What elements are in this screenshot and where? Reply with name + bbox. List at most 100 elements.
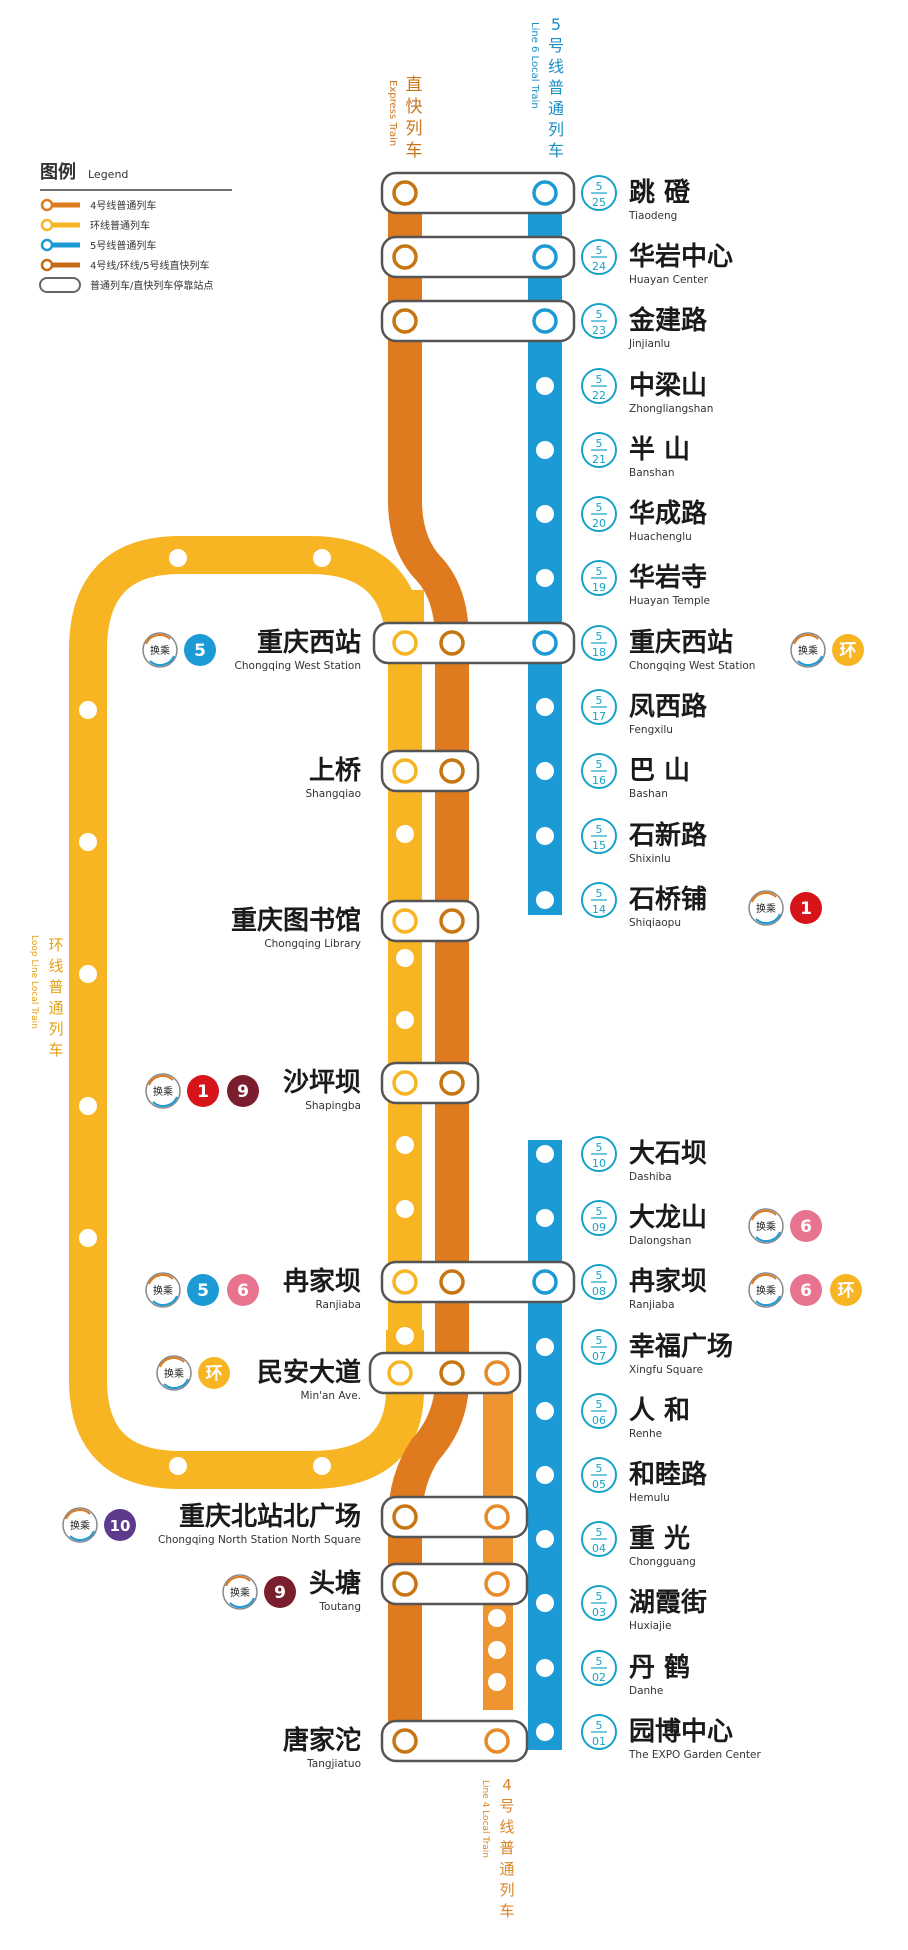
station-ring: [392, 180, 418, 206]
station-name-en: Xingfu Square: [629, 1364, 703, 1376]
station-name: 湖霞街: [629, 1588, 707, 1618]
station-dot: [396, 1011, 414, 1029]
station-name: 华岩寺: [629, 562, 707, 593]
station-dot: [79, 965, 97, 983]
line4-label-char: 4: [502, 1776, 512, 1794]
line5-number-badge-num: 05: [592, 1478, 606, 1491]
line-badge-5: [187, 1274, 219, 1306]
station-dot: [396, 1327, 414, 1345]
transfer-icon-label: 换乘: [164, 1367, 184, 1380]
line5-number-badge-num: 21: [592, 453, 606, 466]
station-dot: [536, 1530, 554, 1548]
line5-number-badge-num: 08: [592, 1285, 606, 1298]
line-badge-label: 9: [237, 1082, 249, 1102]
station-dot: [536, 762, 554, 780]
transfer-icon-label: 换乘: [153, 1085, 173, 1098]
transfer-icon-label: 换乘: [153, 1284, 173, 1297]
line5-number-badge-line: 5: [596, 758, 603, 771]
line4-label-char: 车: [499, 1902, 514, 1920]
line-badge-5: [184, 634, 216, 666]
line5-number-badge-num: 02: [592, 1671, 606, 1684]
stop-box: [380, 171, 576, 215]
transfer-icon-arc-bottom: [152, 1295, 178, 1306]
transfer-icon: [145, 1272, 181, 1308]
transfer-icon-arc-bottom: [69, 1530, 95, 1541]
line5-label-char: 线: [548, 57, 564, 76]
line4-label-en: Line 4 Local Train: [480, 1780, 490, 1858]
legend-stop-swatch: [39, 277, 81, 293]
station-name: 头塘: [309, 1568, 361, 1599]
transfer-icon-label: 换乘: [798, 644, 818, 657]
loop-label-en: Loop Line Local Train: [29, 935, 39, 1029]
station-ring: [484, 1571, 510, 1597]
station-dot: [536, 827, 554, 845]
station-dot: [536, 1402, 554, 1420]
line5-number-badge-line: 5: [596, 373, 603, 386]
legend-item-label: 普通列车/直快列车停靠站点: [90, 279, 213, 292]
station-name-en: Chongqing West Station: [629, 660, 755, 672]
station-name: 石桥铺: [628, 885, 707, 915]
station-name-en: Huxiajie: [629, 1620, 671, 1632]
line-badge-label: 6: [237, 1281, 249, 1301]
station-dot: [536, 1594, 554, 1612]
line5-label-char: 号: [548, 36, 564, 55]
line5-number-badge-num: 17: [592, 710, 606, 723]
station-name-en: Fengxilu: [629, 724, 673, 736]
station-name: 唐家沱: [283, 1725, 361, 1756]
line5-number-badge-num: 03: [592, 1606, 606, 1619]
station-name-en: Tiaodeng: [628, 210, 677, 222]
station-ring: [392, 308, 418, 334]
legend-item-label: 4号线普通列车: [90, 199, 156, 212]
line5-number-badge-num: 06: [592, 1414, 606, 1427]
line5-number-badge-line: 5: [596, 1655, 603, 1668]
transfer-icon-arc-top: [65, 1509, 91, 1520]
express-label-char: 车: [406, 141, 423, 161]
loop-label-char: 车: [48, 1041, 63, 1059]
express-label-char: 直: [406, 75, 423, 95]
transfer-icon: [748, 890, 784, 926]
legend-item-label: 环线普通列车: [90, 219, 150, 232]
transfer-icon-arc-top: [225, 1576, 251, 1587]
station-name: 沙坪坝: [283, 1068, 361, 1098]
station-name: 和睦路: [629, 1459, 708, 1490]
station-name-en: Dalongshan: [629, 1235, 691, 1247]
station-name-en: Tangjiatuo: [306, 1758, 361, 1770]
stop-box: [380, 299, 576, 343]
station-name: 石新路: [628, 820, 708, 851]
station-name-en: Zhongliangshan: [629, 403, 713, 415]
express-label-en: Express Train: [387, 80, 398, 146]
station-name-en: Shiqiaopu: [629, 917, 681, 929]
line4-label: 4号线普通列车: [499, 1776, 514, 1920]
line5-label-char: 通: [548, 99, 564, 118]
line5-number-badge-line: 5: [596, 1141, 603, 1154]
line4-label-char: 列: [499, 1881, 514, 1899]
station-name: 民安大道: [257, 1357, 361, 1388]
legend-title-en: Legend: [88, 168, 128, 181]
transfer-icon-arc-bottom: [163, 1378, 189, 1389]
express-line-track: [388, 185, 469, 1740]
line5-number-badge-num: 22: [592, 389, 606, 402]
station-ring: [392, 758, 418, 784]
station-dot: [396, 825, 414, 843]
station-name: 冉家坝: [283, 1266, 361, 1297]
loop-label-char: 线: [48, 957, 63, 975]
legend-circle-swatch: [40, 198, 54, 212]
line-badge-6: [227, 1274, 259, 1306]
station-dot: [488, 1641, 506, 1659]
line-badge-label: 环: [838, 1281, 855, 1301]
stop-box: [372, 621, 576, 665]
station-ring: [532, 244, 558, 270]
line5-number-badge-line: 5: [596, 244, 603, 257]
station-name: 幸福广场: [629, 1332, 733, 1362]
station-name: 冉家坝: [629, 1266, 707, 1297]
line5-number-badge-line: 5: [596, 1526, 603, 1539]
line5-number-badge-num: 14: [592, 903, 606, 916]
transfer-icon: [62, 1507, 98, 1543]
station-name-en: Banshan: [629, 467, 675, 479]
station-name-en: Huayan Center: [629, 274, 709, 286]
station-dot: [536, 377, 554, 395]
station-ring: [392, 1571, 418, 1597]
station-name: 重庆西站: [629, 627, 733, 658]
station-ring: [532, 308, 558, 334]
